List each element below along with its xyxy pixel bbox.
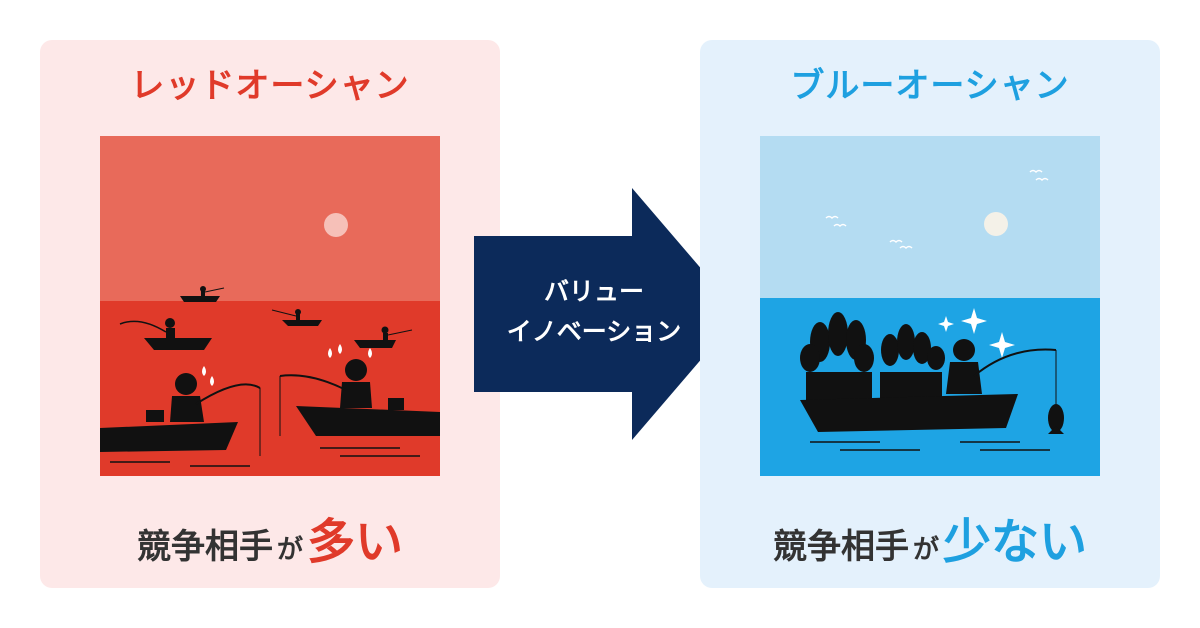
blue-ocean-panel: ブルーオーシャン [700,40,1160,588]
fishing-boat-icon [354,326,413,348]
caption-main: 競争相手 [136,527,273,567]
caption-particle: が [276,535,303,565]
fish-basket-icon [880,324,945,400]
red-ocean-caption: 競争相手が多い [40,502,500,572]
blue-ocean-caption: 競争相手が少ない [700,502,1160,572]
sweat-drops-icon [202,366,214,386]
fishing-boat-icon [180,286,225,302]
fishing-boat-icon [100,373,261,456]
fishing-boat-icon [119,318,212,350]
fishing-boat-icon [800,339,1057,432]
birds-icon [825,169,1049,250]
blue-ocean-illustration [760,136,1100,476]
sun-icon [324,213,348,237]
red-ocean-illustration [100,136,440,476]
caption-emphasis: 多い [307,514,404,570]
fishing-boat-icon [271,309,322,326]
caption-emphasis: 少ない [943,514,1088,570]
blue-ocean-scene [760,136,1100,476]
arrow-label-line1: バリュー [543,277,644,306]
red-ocean-title: レッドオーシャン [130,66,410,106]
fish-basket-icon [800,312,874,400]
blue-ocean-title: ブルーオーシャン [790,66,1070,106]
arrow-shape [474,188,740,440]
fish-icon [1048,404,1064,434]
red-ocean-scene [100,136,440,476]
sweat-drops-icon [328,344,372,358]
sun-icon [984,212,1008,236]
sparkle-icon [938,308,1015,358]
caption-main: 競争相手 [772,527,909,567]
fishing-boat-icon [279,359,440,436]
value-innovation-arrow: バリュー イノベーション [474,188,740,440]
caption-particle: が [912,535,939,565]
red-ocean-panel: レッドオーシャン [40,40,500,588]
arrow-label-line2: イノベーション [506,317,682,346]
